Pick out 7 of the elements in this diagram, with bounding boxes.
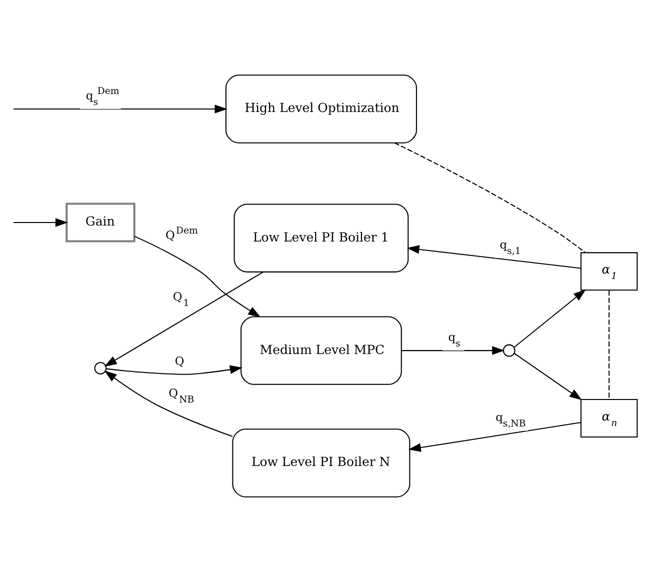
edge-label: q$_{s}$ — [448, 330, 460, 350]
edge-label: q$_{s,NB}$ — [496, 410, 526, 430]
edge-label: Q — [174, 354, 184, 368]
edge-label: Q$_{1}$ — [172, 289, 190, 309]
edge-label: q$_{s,1}$ — [500, 237, 521, 257]
edge-label: Q$_{NB}$ — [168, 386, 194, 406]
edge-label: Q$^{Dem}$ — [166, 225, 198, 242]
